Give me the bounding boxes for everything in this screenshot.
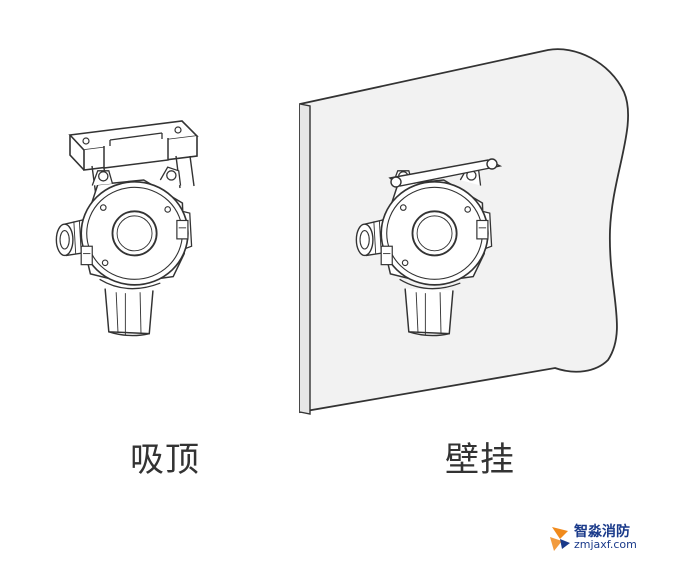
gas-detector-icon [55,166,193,337]
watermark-url: zmjaxf.com [574,538,637,551]
zm-logo-icon [550,527,570,551]
watermark: 智淼消防 zmjaxf.com [548,521,668,553]
ceiling-bracket-icon [68,120,199,197]
watermark-brand: 智淼消防 [574,524,630,540]
caption-wall-mount: 壁挂 [445,440,515,480]
caption-ceiling-mount: 吸顶 [130,440,200,480]
